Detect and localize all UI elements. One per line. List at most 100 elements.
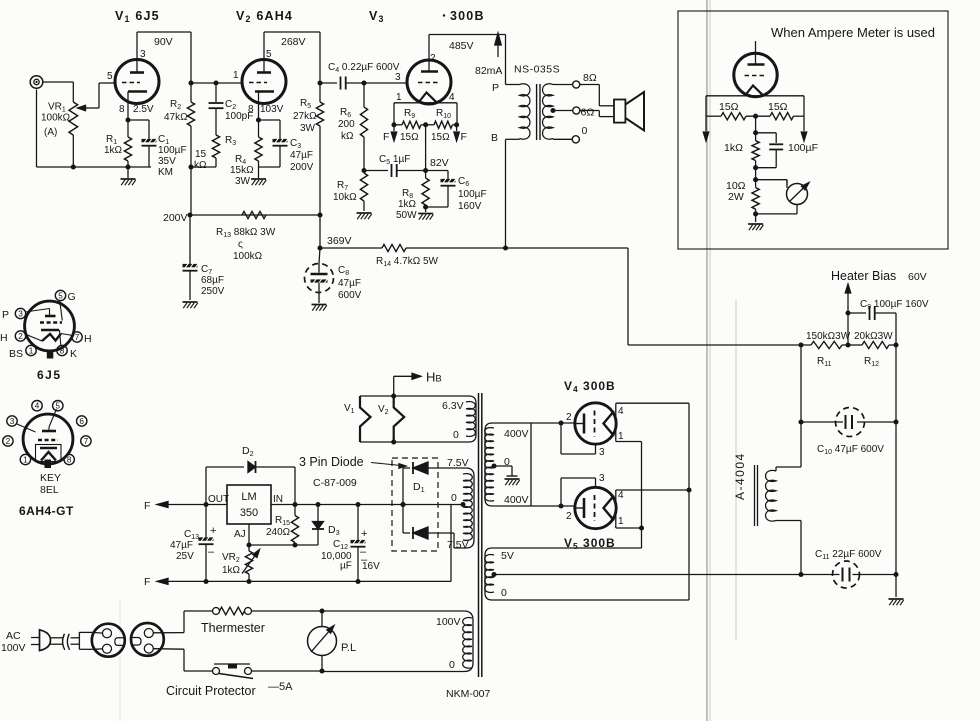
svg-text:8: 8 [119,104,125,115]
svg-text:100pF: 100pF [225,111,253,122]
svg-text:BS: BS [9,348,23,360]
svg-text:600V: 600V [338,290,362,301]
svg-text:27kΩ: 27kΩ [293,111,317,122]
svg-text:2: 2 [566,412,572,423]
svg-text:7.5V: 7.5V [447,539,469,551]
svg-text:5: 5 [266,49,272,60]
svg-text:15Ω: 15Ω [768,101,788,113]
svg-text:68µF: 68µF [201,275,224,286]
svg-text:KEY: KEY [40,472,61,484]
svg-text:2W: 2W [728,191,744,203]
svg-text:3: 3 [18,310,23,319]
svg-text:7: 7 [84,437,89,446]
svg-text:7: 7 [75,333,80,342]
svg-text:2: 2 [18,332,23,341]
svg-text:+: + [361,528,367,540]
svg-text:369V: 369V [327,235,352,247]
svg-text:0: 0 [501,587,507,599]
svg-text:V1 6J5: V1 6J5 [115,9,160,24]
svg-text:–: – [361,554,368,566]
svg-text:F: F [144,500,150,512]
svg-text:3W: 3W [235,176,251,187]
svg-text:25V: 25V [176,551,194,562]
svg-text:400V: 400V [504,428,529,440]
svg-text:3W: 3W [300,123,316,134]
svg-text:200V: 200V [163,212,188,224]
svg-text:3: 3 [599,473,605,484]
svg-text:8: 8 [67,456,72,465]
svg-text:G: G [68,291,76,303]
svg-text:1: 1 [618,516,624,527]
svg-text:Heater Bias: Heater Bias [831,269,896,283]
svg-text:NS-035S: NS-035S [514,64,560,76]
svg-text:4: 4 [618,406,624,417]
svg-text:150kΩ3W: 150kΩ3W [806,331,851,342]
svg-text:200: 200 [338,119,355,130]
svg-text:IN: IN [273,494,283,505]
svg-text:A-4004: A-4004 [733,452,747,500]
svg-text:—5A: —5A [268,681,293,693]
svg-text:4: 4 [449,92,455,103]
svg-text:–: – [208,546,215,558]
svg-text:10kΩ: 10kΩ [333,192,357,203]
svg-text:1: 1 [618,431,624,442]
svg-text:6Ω: 6Ω [581,107,595,119]
svg-text:(A): (A) [44,127,57,138]
svg-text:100kΩ: 100kΩ [41,113,71,124]
svg-text:2: 2 [430,53,436,64]
svg-text:100V: 100V [436,616,461,628]
svg-text:90V: 90V [154,36,173,48]
svg-text:KM: KM [158,167,173,178]
svg-text:8: 8 [60,347,65,356]
svg-text:485V: 485V [449,40,474,52]
svg-text:C5 1µF: C5 1µF [379,154,410,166]
svg-text:5: 5 [107,71,113,82]
svg-text:5: 5 [58,292,63,301]
svg-text:2.5V: 2.5V [133,104,154,115]
svg-text:P: P [492,82,499,94]
svg-text:0: 0 [453,429,459,441]
svg-text:4: 4 [35,402,40,411]
svg-text:AC: AC [6,630,21,642]
svg-text:100kΩ: 100kΩ [233,251,263,262]
svg-text:1: 1 [233,70,239,81]
svg-text:P: P [2,309,9,321]
svg-text:8EL: 8EL [40,484,59,496]
svg-text:C-87-009: C-87-009 [313,477,357,489]
svg-text:268V: 268V [281,36,306,48]
svg-text:240Ω: 240Ω [266,527,291,538]
svg-text:0: 0 [582,125,588,137]
svg-text:50W: 50W [396,210,417,221]
svg-text:Thermester: Thermester [201,621,265,635]
svg-text:4: 4 [618,490,624,501]
svg-text:15Ω: 15Ω [431,132,450,143]
svg-text:V2 6AH4: V2 6AH4 [236,9,293,24]
svg-text:15Ω: 15Ω [719,101,739,113]
svg-text:47kΩ: 47kΩ [164,112,188,123]
svg-text:160V: 160V [458,201,482,212]
svg-text:F: F [383,131,389,143]
svg-text:100V: 100V [1,642,26,654]
svg-text:LM: LM [241,491,256,503]
svg-text:AJ: AJ [234,529,246,540]
svg-text:2: 2 [566,511,572,522]
svg-text:60V: 60V [908,271,927,283]
svg-text:5V: 5V [501,550,514,562]
svg-text:100µF: 100µF [788,142,818,154]
svg-text:H: H [0,332,8,344]
svg-text:82V: 82V [430,157,449,169]
svg-text:NKM-007: NKM-007 [446,688,491,700]
svg-text:B: B [491,132,498,144]
svg-text:8Ω: 8Ω [583,72,597,84]
svg-text:35V: 35V [158,156,176,167]
svg-text:6AH4-GT: 6AH4-GT [19,504,74,518]
svg-text:0: 0 [449,659,455,671]
svg-text:0: 0 [504,456,510,468]
svg-text:3: 3 [395,72,401,83]
svg-text:V4 300B: V4 300B [564,379,616,394]
svg-text:kΩ: kΩ [194,160,207,171]
svg-text:Circuit Protector: Circuit Protector [166,684,256,698]
svg-text:15: 15 [195,149,207,160]
svg-text:1kΩ: 1kΩ [222,565,241,576]
svg-text:100µF: 100µF [158,145,187,156]
